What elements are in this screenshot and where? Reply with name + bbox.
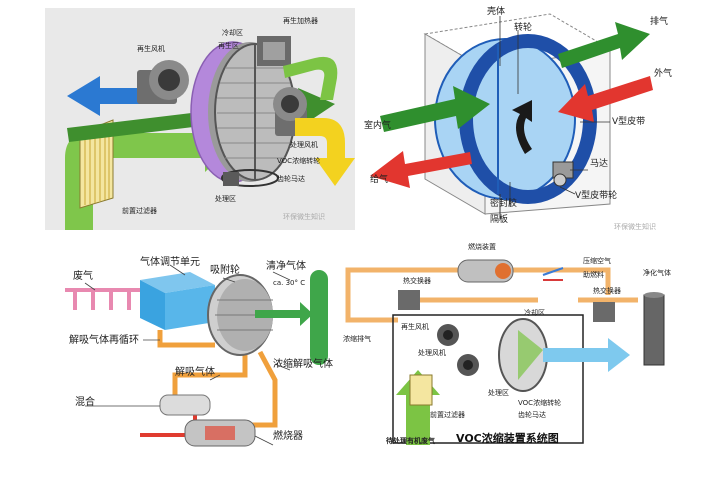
label-partition: 隔板 bbox=[490, 216, 508, 225]
label-pre-filter: 前置过滤器 bbox=[122, 208, 157, 215]
label-v-pulley: V型皮带轮 bbox=[575, 192, 617, 201]
label-regen-zone: 再生区 bbox=[218, 43, 239, 50]
label-regen-fan: 再生风机 bbox=[137, 46, 165, 53]
label-conc-desorb-gas: 浓缩解吸气体 bbox=[273, 360, 333, 370]
conc-desorb-pipe bbox=[245, 352, 275, 425]
clean-air-arrow bbox=[543, 338, 630, 372]
label-indoor-air: 室内气 bbox=[364, 122, 391, 131]
label-shell: 壳体 bbox=[487, 8, 505, 17]
label-waste-gas: 废气 bbox=[73, 272, 93, 282]
pre-filter-icon bbox=[410, 375, 432, 405]
label-burner: 燃烧器 bbox=[273, 432, 303, 442]
voc-rotor-icon bbox=[499, 319, 547, 391]
label-mixing: 混合 bbox=[75, 398, 95, 408]
label-outside-air: 外气 bbox=[654, 70, 672, 79]
heat-exchanger-2-icon bbox=[593, 302, 615, 322]
panel-rotor-structure: 壳体 转轮 排气 外气 室内气 V型皮带 马达 给气 V型皮带轮 密封胶 隔板 … bbox=[360, 4, 678, 232]
label-rotor-motor: 齿轮马达 bbox=[518, 412, 546, 419]
label-organic-waste: 待处理有机废气 bbox=[386, 438, 435, 445]
label-treat-zone: 处理区 bbox=[215, 196, 236, 203]
label-combustor: 燃烧装置 bbox=[468, 244, 496, 251]
gas-regulator-icon bbox=[140, 272, 215, 330]
label-regen-heater: 再生加热器 bbox=[283, 18, 318, 25]
label-gas-regulator: 气体调节单元 bbox=[140, 258, 200, 268]
label-desorb-recirc: 解吸气体再循环 bbox=[69, 336, 139, 346]
combustor-icon bbox=[458, 260, 513, 282]
voc-rotor-3d-illustration bbox=[45, 8, 355, 230]
pipe-left bbox=[348, 300, 398, 320]
regen-fan-icon bbox=[437, 324, 459, 346]
label-clean-gas: 清净气体 bbox=[266, 262, 306, 272]
mixing-unit-icon bbox=[160, 395, 210, 415]
regen-heater-icon bbox=[257, 36, 291, 66]
panel-voc-rotor-3d: 再生风机 冷却区 再生加热器 再生区 处理风机 VOC浓缩转轮 齿轮马达 处理区… bbox=[45, 8, 355, 230]
label-cooling-zone: 冷却区 bbox=[524, 310, 545, 317]
desorb-recirc-pipe bbox=[160, 330, 215, 345]
label-temp: ca. 30° C bbox=[273, 280, 305, 287]
label-heat-exchanger-2: 热交换器 bbox=[593, 288, 621, 295]
label-compressed-air: 压缩空气 bbox=[583, 258, 611, 265]
system-title: VOC浓缩装置系统图 bbox=[456, 430, 559, 446]
label-fuel: 助燃料 bbox=[583, 272, 604, 279]
label-seal: 密封胶 bbox=[490, 200, 517, 209]
voc-system-illustration bbox=[338, 240, 678, 450]
label-exhaust: 排气 bbox=[650, 18, 668, 27]
label-heat-exchanger-1: 热交换器 bbox=[403, 278, 431, 285]
label-rotor-motor: 齿轮马达 bbox=[277, 176, 305, 183]
label-voc-rotor: VOC浓缩转轮 bbox=[277, 158, 320, 165]
panel-adsorption-process: 废气 气体调节单元 吸附轮 清净气体 ca. 30° C 解吸气体再循环 解吸气… bbox=[45, 240, 335, 460]
label-rotor: 转轮 bbox=[514, 24, 532, 33]
label-voc-rotor: VOC浓缩转轮 bbox=[518, 400, 561, 407]
label-v-belt: V型皮带 bbox=[612, 118, 645, 127]
burner-icon bbox=[185, 420, 255, 446]
label-regen-fan: 再生风机 bbox=[401, 324, 429, 331]
label-supply-air: 给气 bbox=[370, 176, 388, 185]
label-clean-gas: 净化气体 bbox=[643, 270, 671, 277]
treat-fan-icon bbox=[457, 354, 479, 376]
label-desorb-gas: 解吸气体 bbox=[175, 368, 215, 378]
label-treat-fan: 处理风机 bbox=[418, 350, 446, 357]
label-adsorption-wheel: 吸附轮 bbox=[210, 266, 240, 276]
label-conc-exhaust: 浓缩排气 bbox=[343, 336, 371, 343]
label-treat-zone: 处理区 bbox=[488, 390, 509, 397]
watermark: 环保微生知识 bbox=[283, 212, 325, 222]
label-cooling-zone: 冷却区 bbox=[222, 30, 243, 37]
label-motor: 马达 bbox=[590, 160, 608, 169]
panel-voc-system: 燃烧装置 压缩空气 助燃料 净化气体 热交换器 热交换器 再生风机 冷却区 处理… bbox=[338, 240, 678, 450]
regen-fan-icon bbox=[137, 60, 189, 104]
clean-gas-stack-icon bbox=[310, 270, 328, 365]
label-pre-filter: 前置过滤器 bbox=[430, 412, 465, 419]
watermark: 环保微生知识 bbox=[614, 222, 656, 232]
clean-gas-stack-icon bbox=[644, 292, 664, 365]
label-treat-fan: 处理风机 bbox=[290, 142, 318, 149]
heat-exchanger-1-icon bbox=[398, 290, 420, 310]
